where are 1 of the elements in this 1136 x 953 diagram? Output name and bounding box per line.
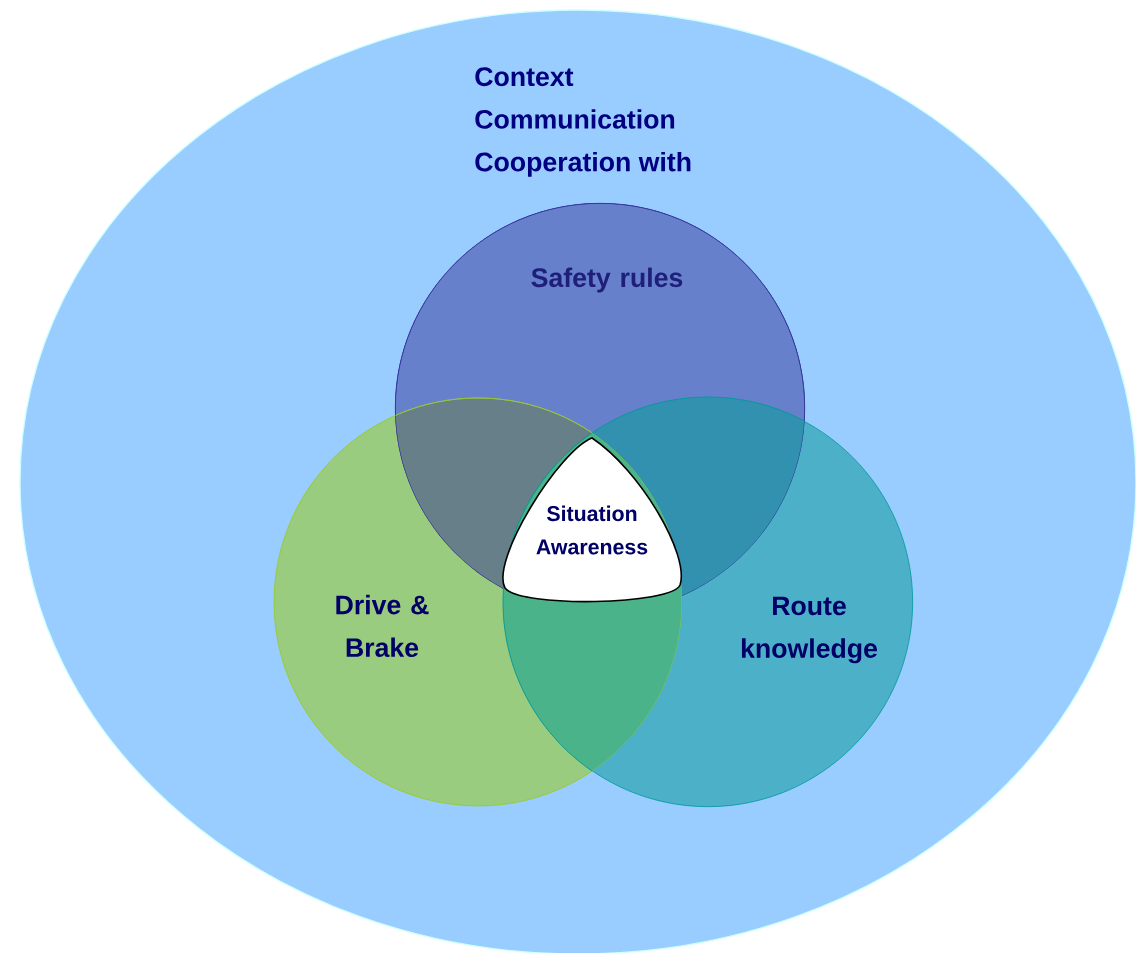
context-list: Context Communication Cooperation with [475, 67, 691, 177]
